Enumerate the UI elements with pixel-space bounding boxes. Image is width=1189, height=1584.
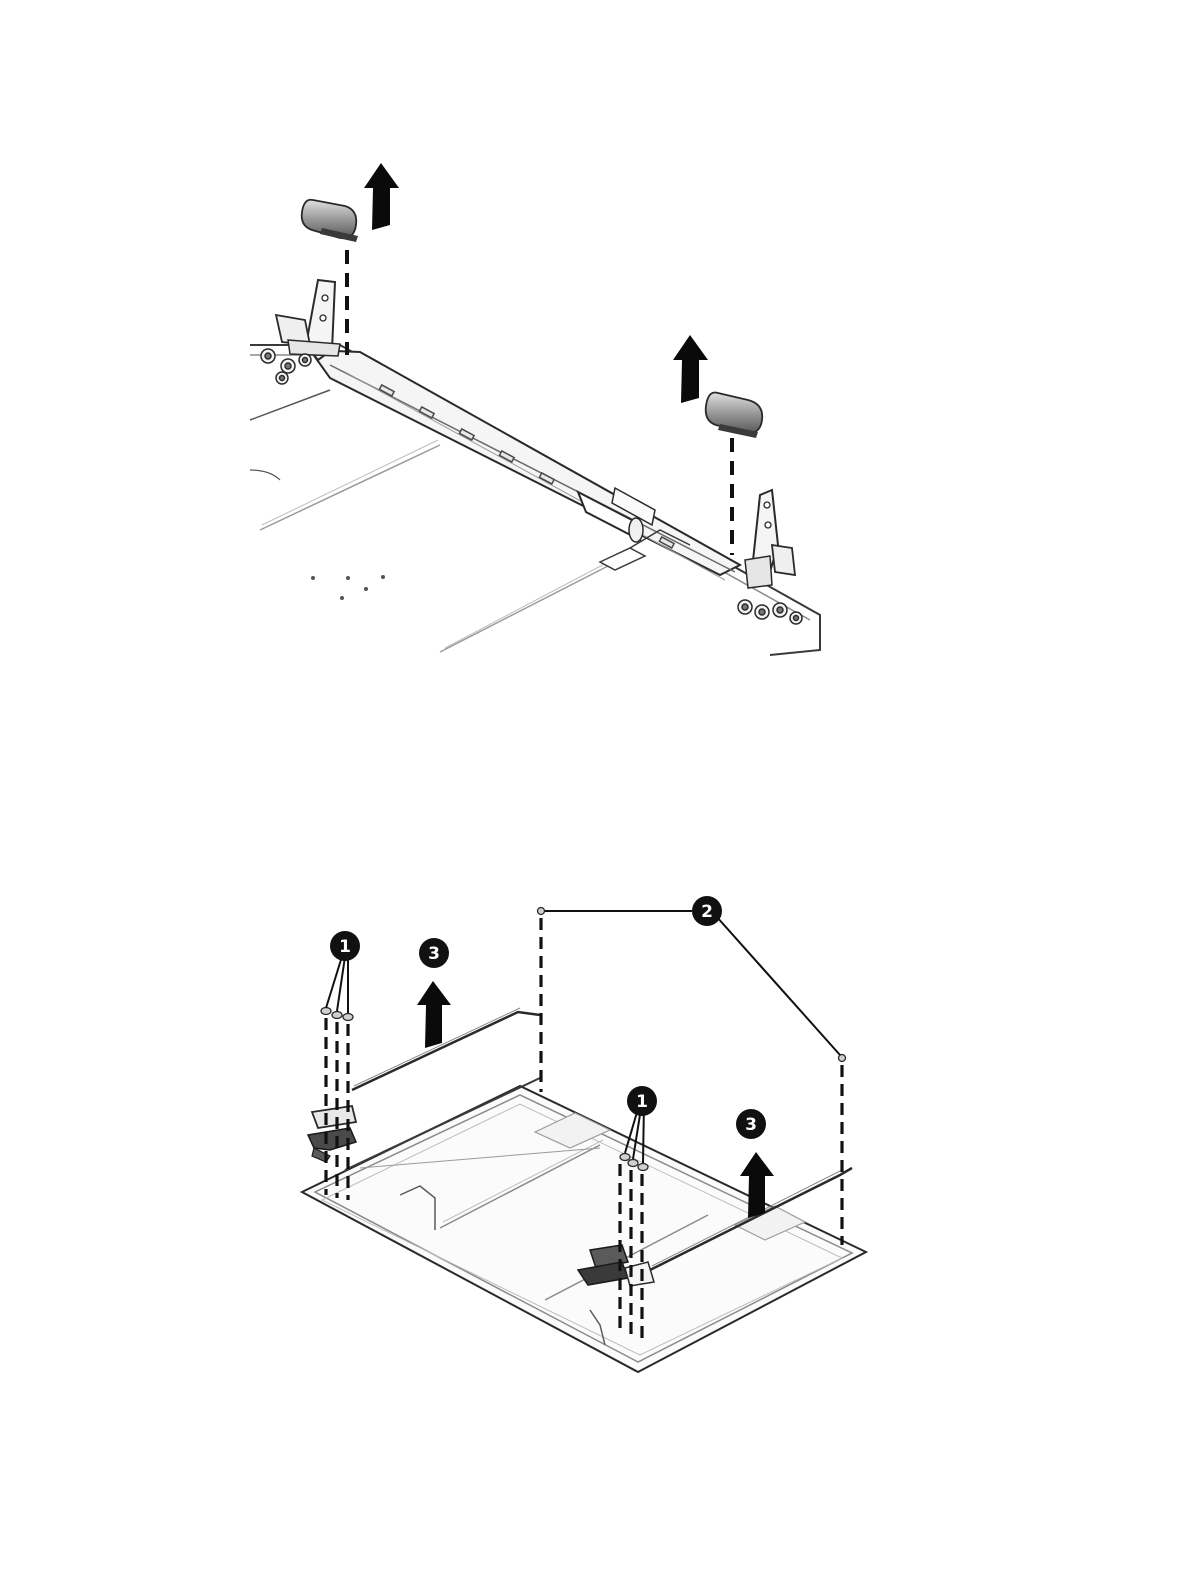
left-hinge [308, 1106, 356, 1162]
callout-number: 3 [745, 1115, 757, 1135]
callout-3-left: 3 [419, 938, 449, 968]
display-back-cover [302, 1078, 866, 1372]
callout-2: 2 [692, 896, 722, 926]
callout-number: 1 [339, 937, 351, 957]
cable-left [352, 1008, 540, 1090]
callout-1-left: 1 [330, 931, 360, 961]
arrow-up-icon [417, 981, 451, 1048]
callout-number: 2 [701, 902, 713, 922]
callout-1-right: 1 [627, 1086, 657, 1116]
callout-3-right: 3 [736, 1109, 766, 1139]
callout-number: 3 [428, 944, 440, 964]
callout-number: 1 [636, 1092, 648, 1112]
